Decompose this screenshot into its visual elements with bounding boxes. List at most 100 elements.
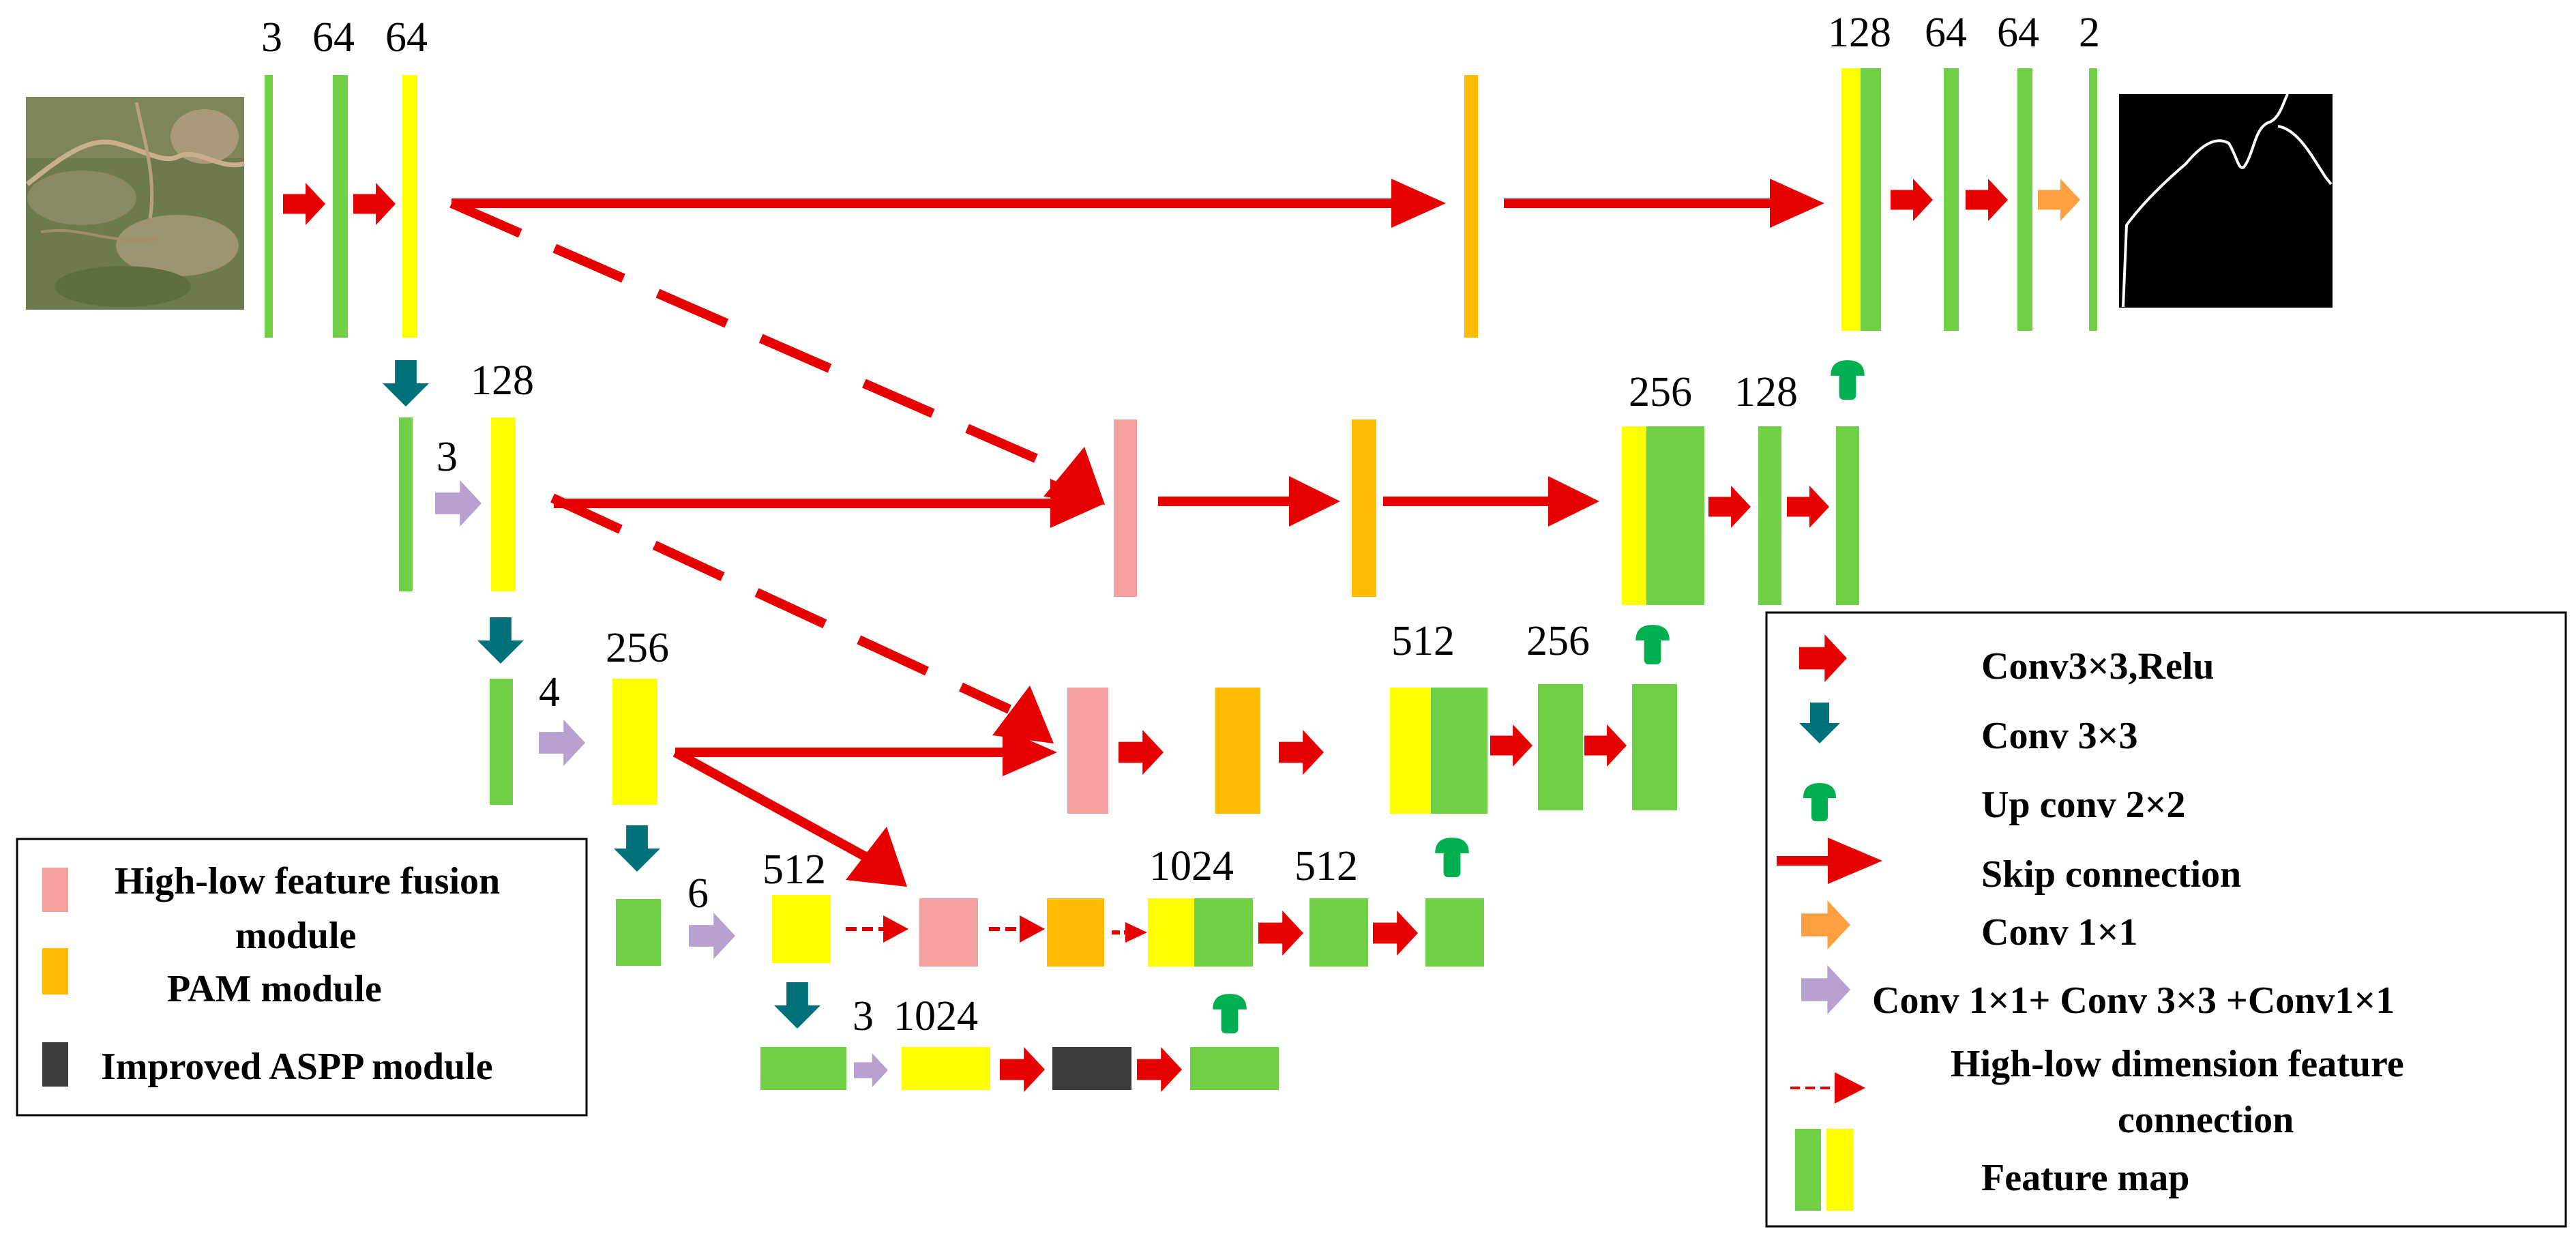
feature-map-r4-b xyxy=(1309,898,1368,967)
legend-fusion-line1: High-low feature fusion xyxy=(115,860,500,902)
fusion-module-l3 xyxy=(1067,688,1108,814)
label-l5-a: 3 xyxy=(853,993,874,1040)
feature-map-r2-yellow xyxy=(1622,426,1646,605)
label-l2-b: 3 xyxy=(436,434,458,480)
legend-aspp: Improved ASPP module xyxy=(101,1046,493,1088)
conv3x3-down-arrow xyxy=(477,617,524,664)
aspp-module xyxy=(1052,1047,1131,1090)
pam-module-l1 xyxy=(1464,75,1478,338)
conv3x3-down-arrow xyxy=(383,360,429,407)
input-satellite-image xyxy=(25,97,245,310)
feature-map-l4-a xyxy=(616,899,661,966)
conv-relu-arrow xyxy=(1708,486,1751,528)
conv-combo-arrow xyxy=(435,480,482,527)
feature-map-r1-green xyxy=(1861,68,1881,331)
label-l2-a: 128 xyxy=(471,357,534,404)
conv-relu-arrow xyxy=(1787,486,1829,528)
fusion-module-l2 xyxy=(1114,419,1137,597)
high-low-dashed-head xyxy=(1020,915,1045,943)
feature-map-r2-b xyxy=(1758,426,1781,605)
legend-swatch-pam xyxy=(42,948,68,994)
feature-map-r3-b xyxy=(1538,684,1583,810)
legend-skip: Skip connection xyxy=(1981,853,2241,896)
legend-combo: Conv 1×1+ Conv 3×3 +Conv1×1 xyxy=(1872,979,2395,1022)
conv-relu-arrow xyxy=(1000,1047,1045,1092)
feature-map-r1-d xyxy=(2089,68,2097,331)
feature-map-r1-b xyxy=(1944,68,1959,331)
legend-pam: PAM module xyxy=(167,968,382,1010)
legend-fm-yellow xyxy=(1826,1129,1854,1211)
skip-connection-head xyxy=(1770,179,1824,228)
conv-relu-arrow xyxy=(1966,179,2008,221)
legend-fm-green xyxy=(1795,1129,1821,1211)
high-low-connection-dashed xyxy=(449,198,1066,475)
skip-connection-line xyxy=(672,748,876,866)
legend-fusion-line2: module xyxy=(235,915,356,957)
label-l4-a: 512 xyxy=(763,846,826,893)
label-r1-c: 64 xyxy=(1997,10,2039,56)
legend-conv-relu: Conv3×3,Relu xyxy=(1981,645,2215,688)
upconv-arrow xyxy=(1213,994,1247,1033)
conv-relu-arrow xyxy=(1584,724,1627,767)
conv-relu-arrow xyxy=(1891,179,1933,221)
feature-map-r1-c xyxy=(2017,68,2032,331)
feature-map-l3-b xyxy=(612,679,657,805)
feature-map-r3-c xyxy=(1632,684,1677,810)
label-r4-a: 1024 xyxy=(1149,843,1234,889)
feature-map-l5-c xyxy=(1190,1047,1279,1090)
label-l1-c: 64 xyxy=(385,14,428,61)
label-l5-b: 1024 xyxy=(893,993,978,1040)
conv-combo-arrow xyxy=(854,1053,888,1087)
label-l1-b: 64 xyxy=(312,14,355,61)
label-r3-a: 512 xyxy=(1391,618,1455,664)
feature-map-l2-b xyxy=(491,417,516,591)
fusion-module-l4 xyxy=(919,898,978,967)
label-l4-b: 6 xyxy=(687,870,709,917)
legend-operations: Conv3×3,Relu Conv 3×3 Up conv 2×2 Skip c… xyxy=(1765,611,2567,1228)
skip-connection-head xyxy=(1003,728,1057,776)
conv-relu-arrow xyxy=(1279,730,1324,775)
legend-feature-map: Feature map xyxy=(1981,1157,2189,1199)
feature-map-l5-a xyxy=(760,1047,846,1090)
feature-map-l5-b xyxy=(902,1047,990,1090)
label-l3-b: 4 xyxy=(539,669,560,716)
label-r2-b: 128 xyxy=(1734,369,1798,415)
skip-connection-head xyxy=(1050,479,1105,528)
label-l3-a: 256 xyxy=(606,625,669,671)
feature-map-l1-c xyxy=(402,75,417,338)
legend-modules: High-low feature fusion module PAM modul… xyxy=(16,838,588,1117)
conv-combo-arrow xyxy=(689,913,735,959)
legend-swatch-aspp xyxy=(42,1042,68,1087)
upconv-arrow xyxy=(1635,625,1670,664)
feature-map-r4-c xyxy=(1425,898,1484,967)
feature-map-r1-yellow xyxy=(1841,68,1861,331)
upconv-arrow xyxy=(1435,838,1469,877)
output-segmentation-mask xyxy=(2119,93,2333,308)
legend-conv3: Conv 3×3 xyxy=(1981,715,2138,757)
conv-relu-arrow xyxy=(1119,730,1164,775)
label-r1-a: 128 xyxy=(1828,10,1891,56)
conv3x3-down-arrow xyxy=(774,982,820,1029)
feature-map-r2-c xyxy=(1836,426,1859,605)
feature-map-r4-yellow xyxy=(1148,898,1194,967)
feature-map-r2-green xyxy=(1646,426,1704,605)
conv-relu-arrow xyxy=(1258,911,1303,956)
conv3x3-down-arrow xyxy=(614,825,660,872)
pam-module-l2 xyxy=(1352,419,1376,597)
label-r1-d: 2 xyxy=(2079,10,2100,56)
conv-relu-arrow xyxy=(1373,911,1418,956)
legend-swatch-fusion xyxy=(42,868,68,912)
high-low-connection-head xyxy=(992,686,1054,743)
conv-relu-arrow xyxy=(1137,1047,1182,1092)
legend-conv1: Conv 1×1 xyxy=(1981,911,2138,954)
conv-relu-arrow xyxy=(353,183,396,225)
upconv-arrow xyxy=(1831,360,1865,400)
label-l1-a: 3 xyxy=(261,14,282,61)
legend-upconv: Up conv 2×2 xyxy=(1981,784,2186,826)
legend-hl-line1: High-low dimension feature xyxy=(1951,1043,2404,1085)
feature-map-l2-a xyxy=(399,417,413,591)
feature-map-r3-yellow xyxy=(1390,688,1431,814)
conv-combo-arrow xyxy=(539,720,585,766)
pam-module-l3 xyxy=(1215,688,1260,814)
label-r2-a: 256 xyxy=(1629,369,1692,415)
